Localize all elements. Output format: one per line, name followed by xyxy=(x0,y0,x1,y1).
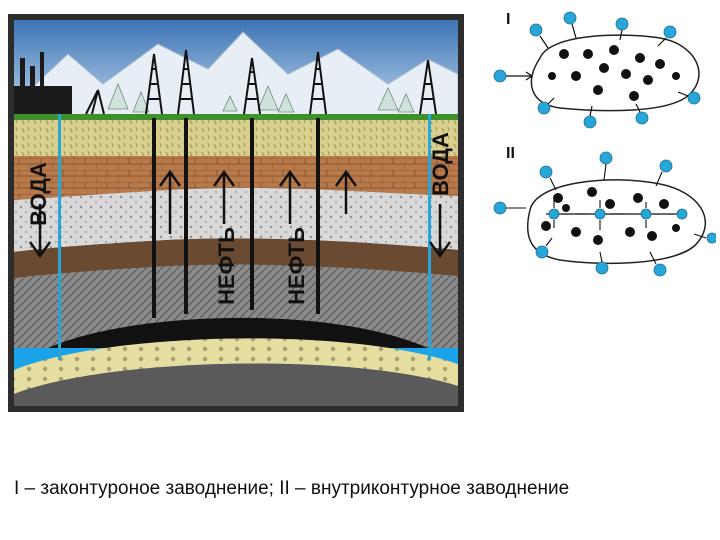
figure-caption: I – законтуроное заводнение; II – внутри… xyxy=(14,478,570,499)
injection-well-right xyxy=(428,114,431,360)
label-oil-right: НЕФТЬ xyxy=(284,227,309,305)
production-well-dots xyxy=(541,187,680,245)
reservoir-cross-section: ВОДА ВОДА НЕФТЬ НЕФТЬ xyxy=(8,14,464,412)
grass-line xyxy=(14,114,458,120)
soil-layer xyxy=(14,120,458,156)
brown-layer xyxy=(14,238,458,278)
water-flow-arrows xyxy=(28,204,452,259)
snowy-trees xyxy=(107,82,415,113)
factory-silhouette xyxy=(14,52,72,116)
label-scheme-two: II xyxy=(506,145,515,162)
injection-well-dots xyxy=(493,151,716,277)
derricks xyxy=(85,49,437,115)
oil-flow-arrows xyxy=(158,169,358,234)
production-well-dots xyxy=(548,45,680,101)
label-oil-left: НЕФТЬ xyxy=(214,227,239,305)
scheme-peripheral-flooding: I xyxy=(493,11,701,129)
oil-dome xyxy=(48,317,428,348)
label-scheme-one: I xyxy=(506,11,510,28)
mountains xyxy=(14,31,458,117)
bottom-layer xyxy=(14,363,458,406)
injection-arrows xyxy=(506,23,689,117)
production-wells xyxy=(152,118,320,318)
injection-arrows xyxy=(506,163,707,265)
label-water-left: ВОДА xyxy=(26,162,51,226)
injection-well-left xyxy=(58,114,61,360)
injection-well-dots xyxy=(493,11,701,129)
scheme-infield-flooding: II xyxy=(493,145,716,277)
label-water-right: ВОДА xyxy=(428,132,453,196)
sand-arch xyxy=(14,338,458,394)
